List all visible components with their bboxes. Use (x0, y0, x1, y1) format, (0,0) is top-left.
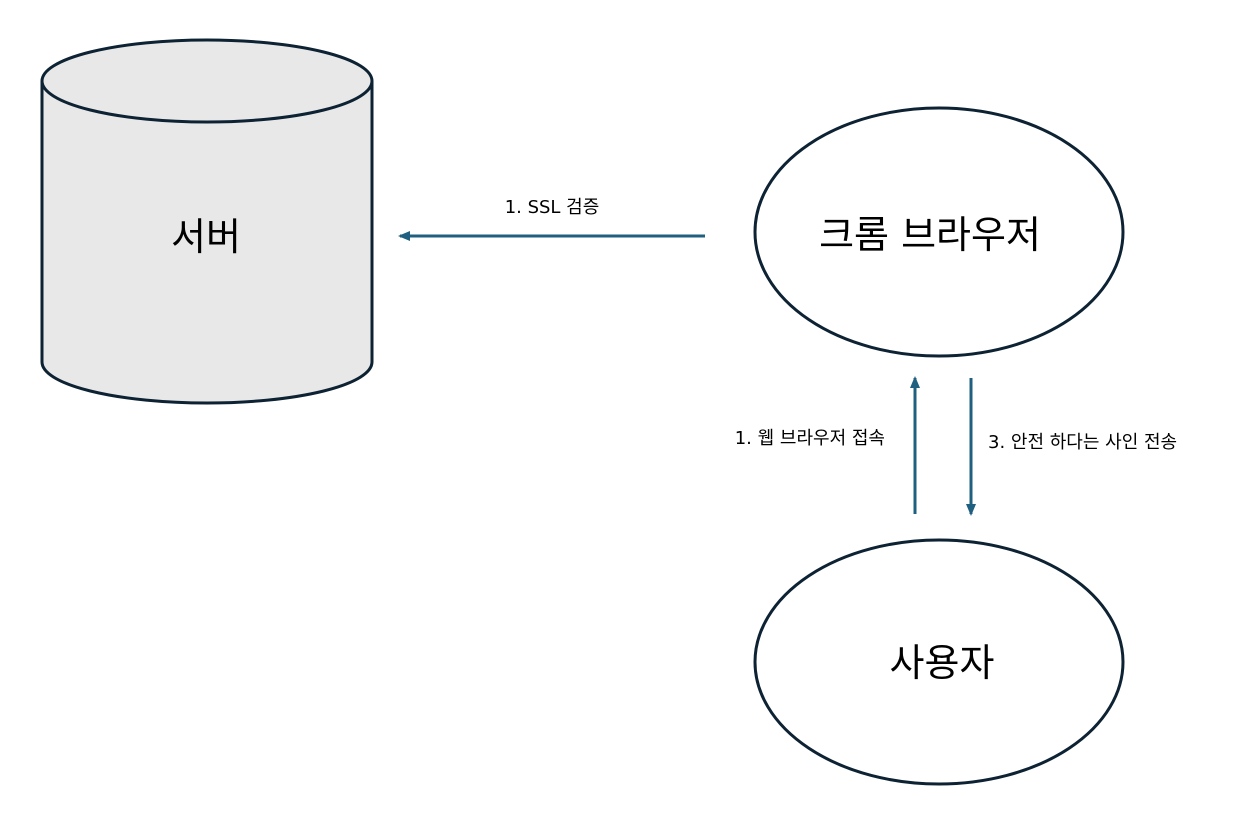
edge-safe-signal: 3. 안전 하다는 사인 전송 (966, 378, 1177, 516)
server-node: 서버 (40, 38, 374, 405)
server-label: 서버 (171, 215, 241, 259)
safe-signal-label: 3. 안전 하다는 사인 전송 (988, 432, 1177, 453)
edge-web-access: 1. 웹 브라우저 접속 (735, 376, 920, 514)
ssl-verify-label: 1. SSL 검증 (505, 197, 600, 218)
browser-label: 크롬 브라우저 (819, 213, 1041, 257)
browser-ellipse (753, 106, 1125, 358)
user-node: 사용자 (753, 538, 1125, 786)
user-label: 사용자 (890, 641, 995, 685)
browser-node: 크롬 브라우저 (753, 106, 1125, 358)
web-access-label: 1. 웹 브라우저 접속 (735, 428, 885, 449)
server-cylinder-top (40, 38, 374, 124)
user-ellipse (753, 538, 1125, 786)
edge-ssl-verify: 1. SSL 검증 (398, 197, 705, 241)
server-cylinder-body (40, 81, 374, 405)
